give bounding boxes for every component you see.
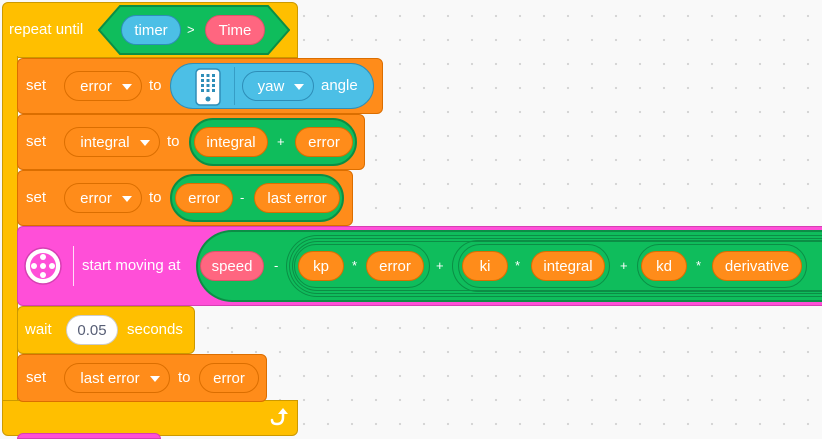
error-reporter[interactable]: error bbox=[295, 127, 353, 157]
multiply-ki-block[interactable] bbox=[458, 244, 610, 288]
repeat-until-footer[interactable] bbox=[2, 400, 298, 436]
to-label: to bbox=[149, 189, 162, 206]
set-label: set bbox=[26, 189, 47, 206]
to-label: to bbox=[167, 133, 180, 150]
error-reporter[interactable]: error bbox=[366, 251, 424, 281]
error-reporter[interactable]: error bbox=[175, 183, 233, 213]
loop-arrow-icon bbox=[270, 408, 288, 426]
movement-divider bbox=[73, 246, 74, 286]
integral-reporter[interactable]: integral bbox=[194, 127, 268, 157]
error-reporter[interactable]: error bbox=[199, 363, 259, 393]
repeat-until-arm bbox=[2, 56, 18, 402]
wait-duration-input[interactable]: 0.05 bbox=[66, 315, 118, 345]
angle-label: angle bbox=[321, 77, 358, 94]
last-error-reporter[interactable]: last error bbox=[254, 183, 340, 213]
sensor-divider bbox=[234, 67, 235, 105]
set-label: set bbox=[26, 77, 47, 94]
ki-reporter[interactable]: ki bbox=[462, 251, 508, 281]
nested-add-ring bbox=[292, 241, 822, 291]
start-moving-label: start moving at bbox=[82, 257, 181, 274]
minus-operator: - bbox=[240, 190, 245, 205]
timer-reporter[interactable]: timer bbox=[121, 15, 181, 45]
seconds-label: seconds bbox=[127, 321, 183, 338]
minus-operator: - bbox=[274, 258, 279, 273]
to-label: to bbox=[149, 77, 162, 94]
variable-dropdown-integral[interactable]: integral bbox=[64, 127, 160, 157]
nested-add-ring bbox=[289, 238, 822, 294]
hub-icon bbox=[195, 68, 221, 106]
nested-add-ring bbox=[452, 240, 822, 292]
variable-dropdown-last-error[interactable]: last error bbox=[64, 363, 170, 393]
variable-dropdown-error[interactable]: error bbox=[64, 183, 142, 213]
multiply-operator: * bbox=[515, 258, 521, 273]
multiply-operator: * bbox=[352, 258, 358, 273]
multiply-operator: * bbox=[696, 258, 702, 273]
set-label: set bbox=[26, 369, 47, 386]
kd-reporter[interactable]: kd bbox=[641, 251, 687, 281]
plus-operator: + bbox=[620, 258, 628, 273]
multiply-kp-block[interactable] bbox=[294, 244, 430, 288]
wait-label: wait bbox=[25, 321, 52, 338]
nested-add-ring bbox=[286, 235, 822, 297]
motor-pair-icon bbox=[24, 247, 62, 285]
plus-operator: + bbox=[277, 134, 285, 149]
plus-operator: + bbox=[436, 258, 444, 273]
repeat-until-label: repeat until bbox=[9, 21, 84, 38]
axis-dropdown-yaw[interactable]: yaw bbox=[242, 71, 314, 101]
next-movement-block-partial[interactable] bbox=[17, 433, 161, 439]
derivative-reporter[interactable]: derivative bbox=[712, 251, 802, 281]
to-label: to bbox=[178, 369, 191, 386]
speed-variable-reporter[interactable]: speed bbox=[200, 251, 264, 281]
integral-reporter[interactable]: integral bbox=[531, 251, 605, 281]
multiply-kd-block[interactable] bbox=[637, 244, 807, 288]
greater-than-operator: > bbox=[187, 22, 195, 37]
kp-reporter[interactable]: kp bbox=[298, 251, 344, 281]
variable-dropdown-error[interactable]: error bbox=[64, 71, 142, 101]
time-variable-reporter[interactable]: Time bbox=[205, 15, 265, 45]
set-label: set bbox=[26, 133, 47, 150]
